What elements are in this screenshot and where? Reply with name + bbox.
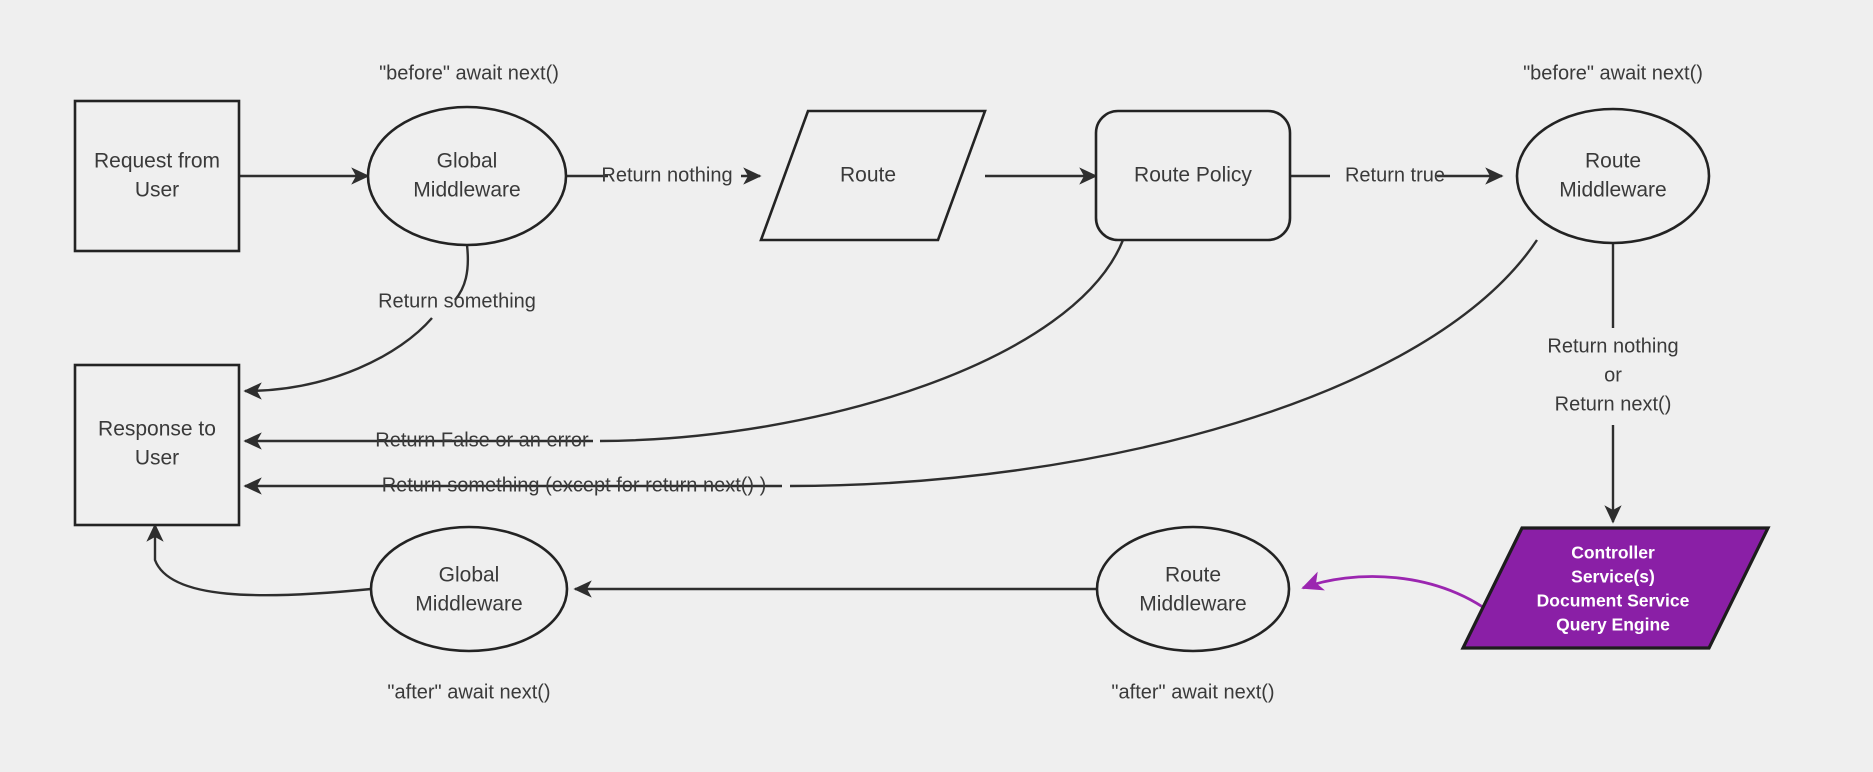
node-route-label: Route [840, 164, 896, 187]
edge-label-return-nothing: Return nothing [601, 164, 732, 186]
node-route-middleware-top-line2: Middleware [1559, 179, 1666, 202]
node-route-middleware-top[interactable]: Route Middleware [1515, 107, 1711, 245]
node-response-to-user-line1: Response to [98, 418, 216, 441]
edge-route-middleware-return-something-except [789, 239, 1538, 488]
node-controller-line4: Query Engine [1556, 615, 1670, 635]
node-response-to-user-line2: User [135, 447, 179, 470]
node-request-from-user-line1: Request from [94, 150, 220, 173]
edge-label-return-true: Return true [1345, 164, 1445, 186]
annotation-after-await-next-route: "after" await next() [1111, 681, 1274, 703]
node-controller-line1: Controller [1571, 543, 1655, 563]
node-controller-services[interactable]: Controller Service(s) Document Service Q… [1460, 526, 1771, 650]
annotation-before-await-next-global: "before" await next() [379, 62, 559, 84]
node-global-middleware-bottom-line1: Global [439, 564, 500, 587]
node-request-from-user-line2: User [135, 179, 179, 202]
node-request-from-user[interactable]: Request from User [73, 99, 241, 253]
node-global-middleware-top[interactable]: Global Middleware [366, 105, 568, 247]
edge-global-middleware-bottom-to-response [146, 523, 372, 597]
node-route[interactable]: Route [759, 109, 987, 242]
node-route-policy[interactable]: Route Policy [1094, 109, 1292, 242]
annotation-before-await-next-route: "before" await next() [1523, 62, 1703, 84]
node-controller-line2: Service(s) [1571, 567, 1655, 587]
edge-global-middleware-return-something [454, 244, 469, 301]
node-route-policy-label: Route Policy [1134, 164, 1252, 187]
node-route-middleware-bottom-line1: Route [1165, 564, 1221, 587]
edge-label-return-nothing-or-next-line2: or [1604, 364, 1622, 386]
edge-controller-to-route-middleware-bottom [1301, 571, 1501, 622]
node-response-to-user[interactable]: Response to User [73, 363, 241, 527]
edge-label-return-nothing-or-next-line3: Return next() [1555, 393, 1672, 415]
annotation-after-await-next-global: "after" await next() [387, 681, 550, 703]
edge-route-policy-return-false [599, 239, 1125, 443]
node-route-middleware-bottom[interactable]: Route Middleware [1095, 525, 1291, 653]
node-global-middleware-top-line1: Global [437, 150, 498, 173]
node-global-middleware-bottom-line2: Middleware [415, 593, 522, 616]
node-global-middleware-bottom[interactable]: Global Middleware [369, 525, 569, 653]
node-route-middleware-top-line1: Route [1585, 150, 1641, 173]
edge-label-return-nothing-or-next-line1: Return nothing [1547, 335, 1678, 357]
node-route-middleware-bottom-line2: Middleware [1139, 593, 1246, 616]
edge-label-return-something: Return something [378, 290, 536, 312]
node-controller-line3: Document Service [1537, 591, 1690, 611]
edge-label-return-false-or-error: Return False or an error [375, 429, 589, 451]
edge-label-return-something-except: Return something (except for return next… [382, 474, 767, 496]
node-global-middleware-top-line2: Middleware [413, 179, 520, 202]
edge-global-middleware-return-something-lower [243, 317, 433, 400]
